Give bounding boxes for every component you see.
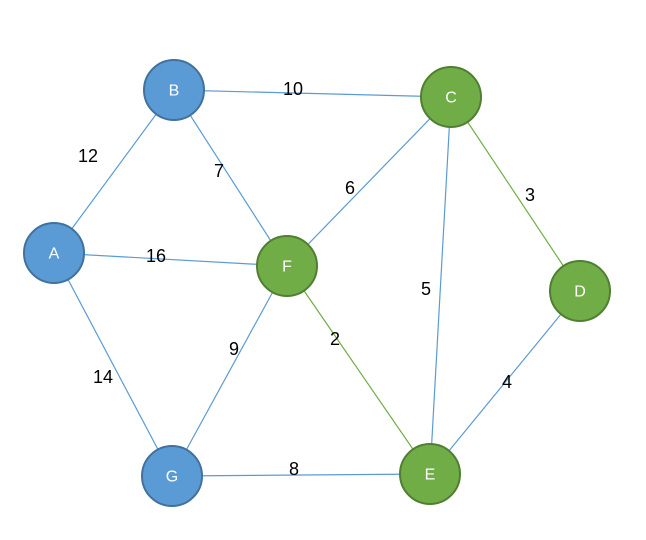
node-circle-d bbox=[549, 260, 611, 322]
edge-a-b bbox=[53, 89, 175, 254]
edge-weight-c-d: 3 bbox=[525, 185, 535, 205]
node-label-b: B bbox=[169, 83, 180, 100]
node-circle-a bbox=[23, 222, 85, 284]
node-c: C bbox=[420, 66, 482, 128]
edge-b-f bbox=[173, 89, 288, 267]
edge-a-g bbox=[53, 252, 173, 477]
edge-weight-g-e: 8 bbox=[289, 459, 299, 479]
edge-g-e bbox=[171, 473, 431, 477]
node-circle-f bbox=[256, 235, 318, 297]
edge-f-g bbox=[171, 265, 288, 477]
node-circle-b bbox=[143, 59, 205, 121]
edge-labels-layer: 12 10 7 16 14 6 3 5 2 9 8 4 bbox=[78, 79, 535, 479]
node-label-g: G bbox=[166, 469, 178, 486]
edge-c-d bbox=[450, 96, 581, 292]
node-label-d: D bbox=[574, 284, 586, 301]
edge-weight-a-b: 12 bbox=[78, 146, 98, 166]
edge-weight-f-g: 9 bbox=[229, 339, 239, 359]
edge-weight-d-e: 4 bbox=[502, 372, 512, 392]
edge-b-c bbox=[173, 89, 452, 98]
edge-weight-b-f: 7 bbox=[214, 161, 224, 181]
node-label-e: E bbox=[425, 467, 436, 484]
edge-c-e bbox=[429, 96, 452, 475]
edge-weight-a-f: 16 bbox=[146, 246, 166, 266]
edge-weight-c-f: 6 bbox=[345, 178, 355, 198]
node-e: E bbox=[399, 443, 461, 505]
edge-f-e bbox=[286, 265, 431, 475]
node-circle-g bbox=[141, 445, 203, 507]
edge-c-f bbox=[286, 96, 452, 267]
edge-weight-b-c: 10 bbox=[283, 79, 303, 99]
node-a: A bbox=[23, 222, 85, 284]
node-circle-e bbox=[399, 443, 461, 505]
nodes-layer: A B C D E F G bbox=[23, 59, 611, 507]
node-b: B bbox=[143, 59, 205, 121]
edges-layer bbox=[53, 89, 581, 477]
node-label-c: C bbox=[445, 90, 457, 107]
node-g: G bbox=[141, 445, 203, 507]
node-f: F bbox=[256, 235, 318, 297]
node-label-a: A bbox=[49, 246, 60, 263]
node-circle-c bbox=[420, 66, 482, 128]
node-label-f: F bbox=[282, 259, 292, 276]
edge-weight-a-g: 14 bbox=[93, 367, 113, 387]
edge-weight-f-e: 2 bbox=[330, 329, 340, 349]
edge-d-e bbox=[429, 290, 581, 475]
node-d: D bbox=[549, 260, 611, 322]
edge-a-f bbox=[53, 252, 288, 267]
edge-weight-c-e: 5 bbox=[421, 279, 431, 299]
